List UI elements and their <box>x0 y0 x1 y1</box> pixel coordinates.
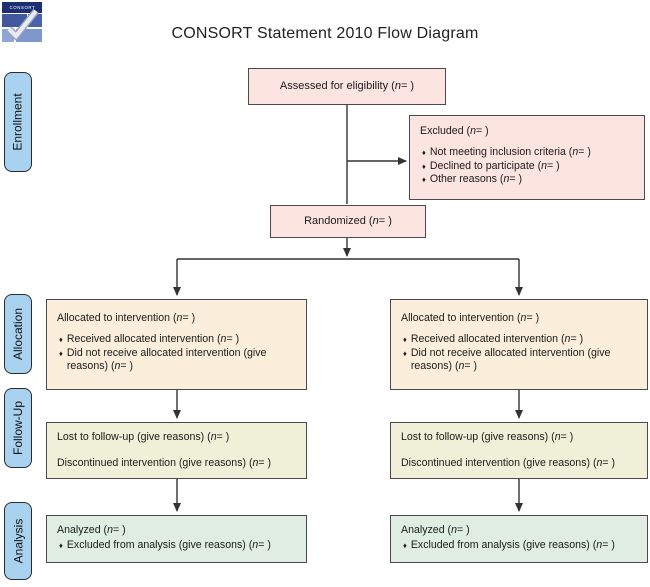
list-item-text: Did not receive allocated intervention (… <box>66 346 267 373</box>
list-item: ♦ Not meeting inclusion criteria (n= ) <box>420 146 635 160</box>
box-randomized: Randomized (n= ) <box>270 205 426 238</box>
diamond-bullet-icon: ♦ <box>403 348 407 358</box>
logo-block <box>2 14 27 28</box>
phase-label-text: Allocation <box>11 307 25 361</box>
phase-label-text: Follow-Up <box>11 400 26 456</box>
list-item-text: Other reasons (n= ) <box>429 173 523 186</box>
box-text: Assessed for eligibility (n= ) <box>279 80 415 93</box>
phase-label-allocation: Allocation <box>4 294 32 374</box>
diamond-bullet-icon: ♦ <box>422 147 426 157</box>
box-analysis-right: Analyzed (n= ) ♦ Excluded from analysis … <box>390 515 648 563</box>
checkmark-stroke <box>7 9 38 40</box>
list-item: ♦ Received allocated intervention (n= ) <box>401 333 638 347</box>
list-item-text: Not meeting inclusion criteria (n= ) <box>429 145 591 158</box>
box-title: Allocated to intervention (n= ) <box>57 312 196 324</box>
diamond-bullet-icon: ♦ <box>422 175 426 185</box>
list-item: ♦ Excluded from analysis (give reasons) … <box>57 539 297 553</box>
phase-label-enrollment: Enrollment <box>4 72 32 172</box>
consort-logo: CONSORT <box>2 2 42 42</box>
box-text: Randomized (n= ) <box>304 215 392 228</box>
box-text-line: Discontinued intervention (give reasons)… <box>57 456 272 469</box>
phase-label-followup: Follow-Up <box>4 388 32 468</box>
list-item: ♦ Excluded from analysis (give reasons) … <box>401 539 638 553</box>
phase-label-text: Enrollment <box>11 93 26 151</box>
list-item: ♦ Received allocated intervention (n= ) <box>57 333 297 347</box>
box-excluded: Excluded (n= ) ♦ Not meeting inclusion c… <box>409 115 645 200</box>
page-title: CONSORT Statement 2010 Flow Diagram <box>171 25 479 42</box>
list-item: ♦ Declined to participate (n= ) <box>420 160 635 174</box>
consort-logo-wordmark-bar: CONSORT <box>2 2 42 13</box>
box-assessed-for-eligibility: Assessed for eligibility (n= ) <box>248 68 446 105</box>
box-text-line: Discontinued intervention (give reasons)… <box>401 456 616 469</box>
box-text-line: Lost to follow-up (give reasons) (n= ) <box>57 431 230 443</box>
list-item-text: Did not receive allocated intervention (… <box>410 346 611 373</box>
diamond-bullet-icon: ♦ <box>59 540 63 550</box>
box-followup-right: Lost to follow-up (give reasons) (n= ) D… <box>390 422 648 479</box>
list-item-text: Received allocated intervention (n= ) <box>410 332 584 345</box>
box-title: Analyzed (n= ) <box>401 524 470 536</box>
box-analysis-left: Analyzed (n= ) ♦ Excluded from analysis … <box>46 515 307 563</box>
box-title: Excluded (n= ) <box>420 125 489 137</box>
box-followup-left: Lost to follow-up (give reasons) (n= ) D… <box>46 422 307 479</box>
diamond-bullet-icon: ♦ <box>403 540 407 550</box>
list-item: ♦ Did not receive allocated intervention… <box>57 347 297 375</box>
box-allocation-left: Allocated to intervention (n= ) ♦ Receiv… <box>46 299 307 390</box>
diamond-bullet-icon: ♦ <box>59 348 63 358</box>
diamond-bullet-icon: ♦ <box>403 334 407 344</box>
box-title: Allocated to intervention (n= ) <box>401 312 540 324</box>
checkmark-icon <box>6 8 39 42</box>
list-item-text: Declined to participate (n= ) <box>429 159 560 172</box>
box-text-line: Lost to follow-up (give reasons) (n= ) <box>401 431 574 443</box>
consort-logo-wordmark: CONSORT <box>9 5 35 10</box>
list-item-text: Excluded from analysis (give reasons) (n… <box>410 538 615 551</box>
list-item: ♦ Did not receive allocated intervention… <box>401 347 638 375</box>
phase-label-text: Analysis <box>11 518 25 564</box>
diamond-bullet-icon: ♦ <box>422 161 426 171</box>
logo-block-row <box>2 14 42 28</box>
box-allocation-right: Allocated to intervention (n= ) ♦ Receiv… <box>390 299 648 390</box>
box-title: Analyzed (n= ) <box>57 524 126 536</box>
list-item-text: Excluded from analysis (give reasons) (n… <box>66 538 271 551</box>
list-item: ♦ Other reasons (n= ) <box>420 173 635 187</box>
list-item-text: Received allocated intervention (n= ) <box>66 332 240 345</box>
phase-label-analysis: Analysis <box>4 502 32 580</box>
diamond-bullet-icon: ♦ <box>59 334 63 344</box>
